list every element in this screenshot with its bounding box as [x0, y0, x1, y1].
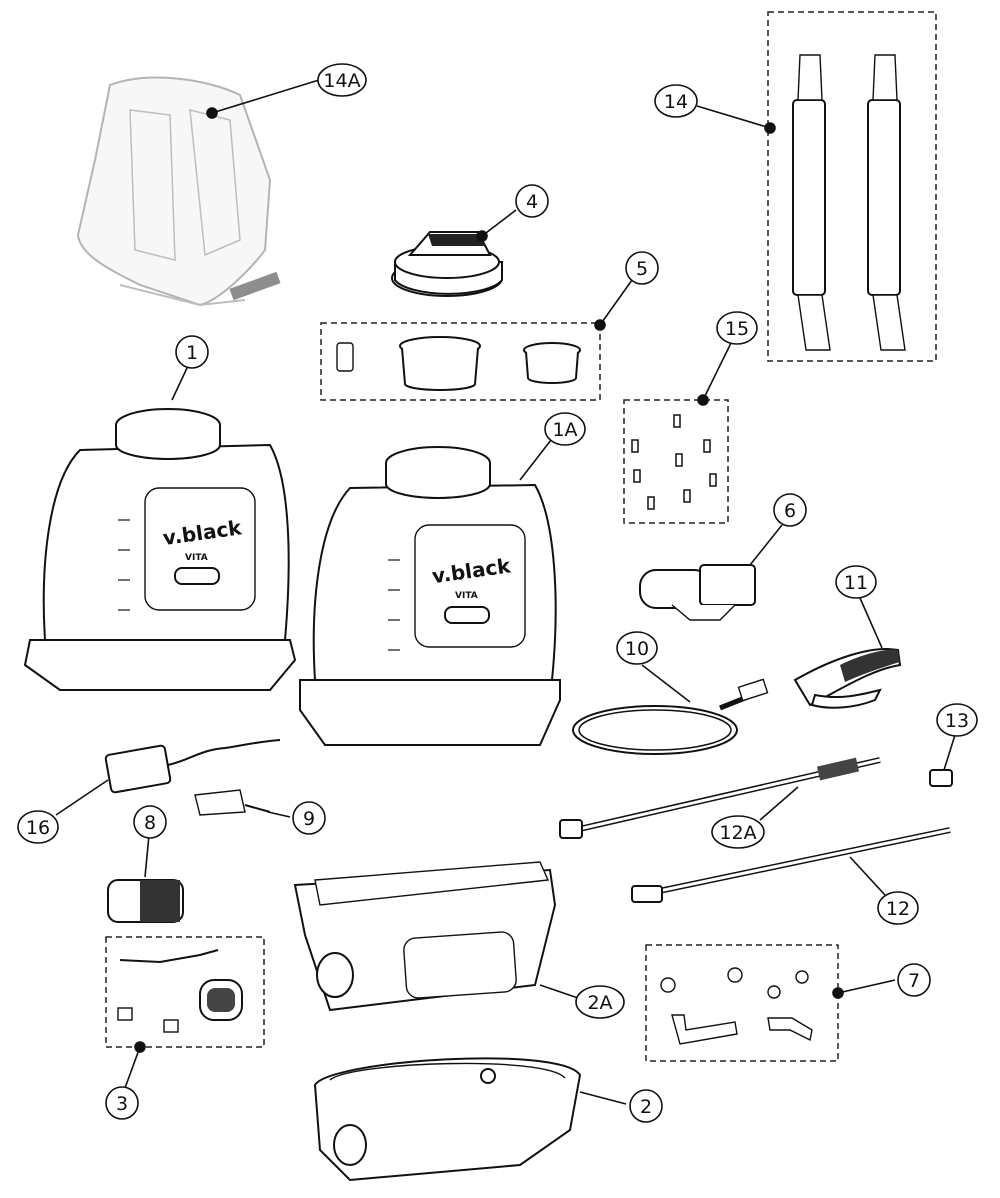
svg-text:9: 9: [303, 808, 315, 830]
callout-1a: 1A: [544, 412, 586, 446]
part-13-nozzle: [929, 769, 953, 787]
svg-text:14A: 14A: [323, 70, 360, 92]
svg-text:13: 13: [945, 710, 969, 732]
callout-16: 16: [17, 810, 59, 844]
svg-text:6: 6: [784, 500, 796, 522]
part-5-filters: [336, 336, 581, 391]
svg-text:2A: 2A: [587, 992, 612, 1014]
leader-lines: [55, 79, 956, 1105]
part-15-box: [623, 399, 729, 524]
part-1a-tank: v.black VITA: [299, 446, 561, 746]
svg-text:12: 12: [886, 898, 910, 920]
part-1-tank: v.black VITA: [23, 408, 297, 691]
part-10-hose: [572, 678, 769, 755]
callout-2a: 2A: [575, 985, 625, 1019]
part-12a-lance: [559, 757, 881, 839]
svg-text:3: 3: [116, 1093, 128, 1115]
callout-15: 15: [716, 311, 758, 345]
brand-sub-1a: VITA: [455, 591, 478, 601]
svg-text:1A: 1A: [552, 419, 577, 441]
svg-text:14: 14: [664, 91, 688, 113]
svg-text:12A: 12A: [719, 822, 756, 844]
callout-6: 6: [773, 493, 807, 527]
callout-8: 8: [133, 805, 167, 839]
part-9-switch: [194, 789, 271, 816]
part-8-battery: [107, 879, 184, 923]
callout-2: 2: [629, 1089, 663, 1123]
part-3-box: [105, 936, 265, 1048]
part-11-trigger: [793, 648, 902, 709]
svg-text:7: 7: [908, 970, 920, 992]
part-3-kit: [117, 949, 243, 1033]
svg-text:2: 2: [640, 1096, 652, 1118]
svg-text:15: 15: [725, 318, 749, 340]
svg-text:5: 5: [636, 258, 648, 280]
callout-13: 13: [936, 703, 978, 737]
svg-text:8: 8: [144, 812, 156, 834]
part-14-straps: [792, 54, 906, 351]
part-14a-harness: [76, 76, 281, 307]
part-7-fittings: [660, 967, 813, 1045]
svg-text:4: 4: [526, 191, 538, 213]
svg-text:10: 10: [625, 638, 649, 660]
callout-14a: 14A: [317, 63, 367, 97]
brand-sub-1: VITA: [185, 553, 208, 563]
part-6-pump: [639, 564, 756, 621]
svg-text:16: 16: [26, 817, 50, 839]
callout-9: 9: [292, 801, 326, 835]
part-4-cap: [391, 231, 503, 297]
svg-text:1: 1: [186, 342, 198, 364]
callout-4: 4: [515, 184, 549, 218]
callout-5: 5: [625, 251, 659, 285]
callout-10: 10: [616, 631, 658, 665]
part-2a-base: [293, 861, 557, 1012]
callout-14: 14: [654, 84, 698, 118]
part-2-base: [313, 1057, 582, 1182]
callout-12a: 12A: [711, 815, 765, 849]
part-15-screws: [631, 414, 717, 510]
part-16-charger: [104, 739, 281, 794]
callout-12: 12: [877, 891, 919, 925]
callout-3: 3: [105, 1086, 139, 1120]
svg-text:11: 11: [844, 572, 868, 594]
part-14-box: [767, 11, 937, 362]
callout-1: 1: [175, 335, 209, 369]
callout-11: 11: [835, 565, 877, 599]
part-5-box: [320, 322, 601, 401]
part-12-lance: [631, 827, 951, 903]
callout-7: 7: [897, 963, 931, 997]
part-7-box: [645, 944, 839, 1062]
